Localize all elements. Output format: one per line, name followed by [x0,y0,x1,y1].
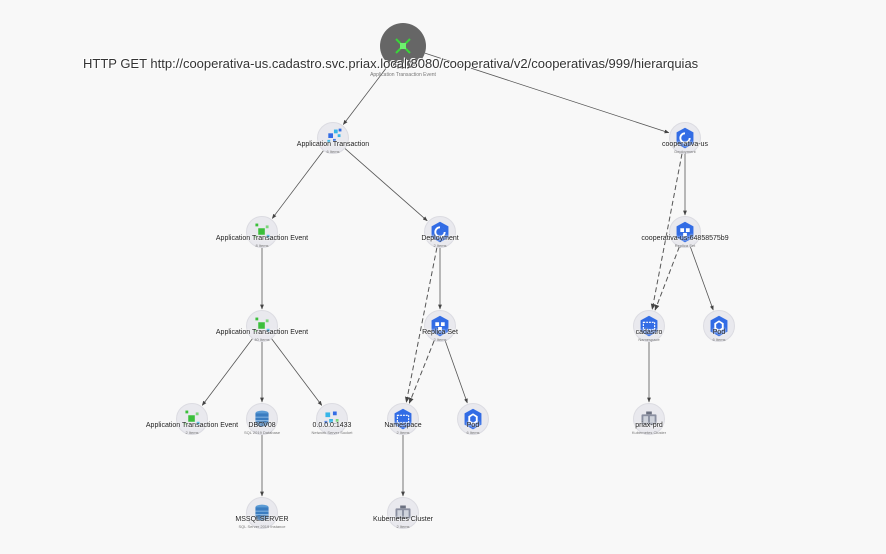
node-app-transaction[interactable] [317,122,349,154]
node-label: cooperativa-us-64858575b9 [641,235,729,242]
node-label: Application Transaction Event [215,235,309,242]
node-label: Namespace [384,422,422,429]
cluster-icon [395,505,411,519]
node-cluster-left[interactable] [387,497,419,529]
node-label: 0.0.0.0:1433 [312,422,352,429]
node-mssqlserver[interactable] [246,497,278,529]
edge-coop_us-to-cadastro [650,153,683,310]
node-sublabel: Deployment [674,149,696,154]
node-sublabel: Network Server Socket [311,430,353,435]
root-node[interactable] [380,23,426,69]
replicaset-icon [676,221,694,243]
node-sublabel: SQL 2019 Database [243,430,281,435]
database-icon [255,410,269,427]
node-ate-2[interactable] [246,310,278,342]
node-sublabel: 6 Items [712,337,726,342]
node-sublabel: SQL Server 2019 Instance [238,524,286,529]
node-label: priax-prd [635,422,663,429]
node-ate-3[interactable] [176,403,208,435]
deployment-icon [431,221,449,243]
edge-app_transaction-to-deployment [344,148,428,222]
node-label: Kubernetes Cluster [373,516,433,523]
node-label: Application Transaction Event [215,329,309,336]
node-pod-left[interactable] [457,403,489,435]
app-event-icon [184,410,200,425]
node-coop-us[interactable] [669,122,701,154]
node-sublabel: 6 Items [466,430,480,435]
node-label: Pod [466,422,480,429]
node-sublabel: 6 Items [326,149,340,154]
node-label: cooperativa-us [662,141,708,148]
node-priax-prd[interactable] [633,403,665,435]
edge-ate_2-to-socket [271,338,323,406]
node-replicaset-left[interactable] [424,310,456,342]
node-sublabel: 8 Items [255,243,269,248]
node-label: Replica Set [422,329,458,336]
page-title: HTTP GET http://cooperativa-us.cadastro.… [83,56,699,71]
app-event-icon [254,223,270,238]
node-sublabel: Kubernetes Cluster [631,430,667,435]
cluster-icon [641,411,657,425]
node-sublabel: 2 Items [396,430,410,435]
edge-root-to-coop_us [424,52,670,134]
node-namespace-left[interactable] [387,403,419,435]
node-ate-1[interactable] [246,216,278,248]
node-sublabel: 2 Items [433,337,447,342]
pod-icon [464,408,482,430]
node-sublabel: 2 Items [433,243,447,248]
database-icon [255,504,269,521]
node-coop-rs[interactable] [669,216,701,248]
node-label: MSSQLSERVER [235,516,289,523]
edge-coop_rs-to-pod_right [690,246,714,311]
node-pod-right[interactable] [703,310,735,342]
edge-coop_rs-to-cadastro [654,246,680,311]
namespace-icon [394,408,412,430]
socket-icon [324,411,339,424]
node-sublabel: 2 Items [396,524,410,529]
node-dbcv08[interactable] [246,403,278,435]
node-sublabel: 2 Items [185,430,199,435]
node-deployment[interactable] [424,216,456,248]
deployment-icon [676,127,694,149]
edge-ate_2-to-ate_3 [201,338,253,406]
edge-replicaset_left-to-pod_left [444,340,468,404]
app-event-icon [254,317,270,332]
app-transaction-icon [327,128,342,143]
edge-replicaset_left-to-namespace_left [408,340,435,404]
node-label: DBCV08 [248,422,276,429]
node-cadastro[interactable] [633,310,665,342]
node-label: Pod [712,329,726,336]
root-subtitle: Application Transaction Event [370,72,436,78]
node-sublabel: Namespace [638,337,660,342]
edge-app_transaction-to-ate_1 [271,150,324,219]
pod-icon [710,315,728,337]
node-label: cadastro [635,329,663,336]
node-label: Deployment [421,235,459,242]
replicaset-icon [431,315,449,337]
transaction-event-icon [382,25,424,67]
edge-root-to-app_transaction [342,64,390,125]
node-sublabel: Replica Set [674,243,696,248]
node-sublabel: 40 Items [254,337,270,342]
node-label: Application Transaction [296,141,370,148]
node-socket[interactable] [316,403,348,435]
edge-deployment-to-namespace_left [404,247,438,403]
node-label: Application Transaction Event [145,422,239,429]
namespace-icon [640,315,658,337]
